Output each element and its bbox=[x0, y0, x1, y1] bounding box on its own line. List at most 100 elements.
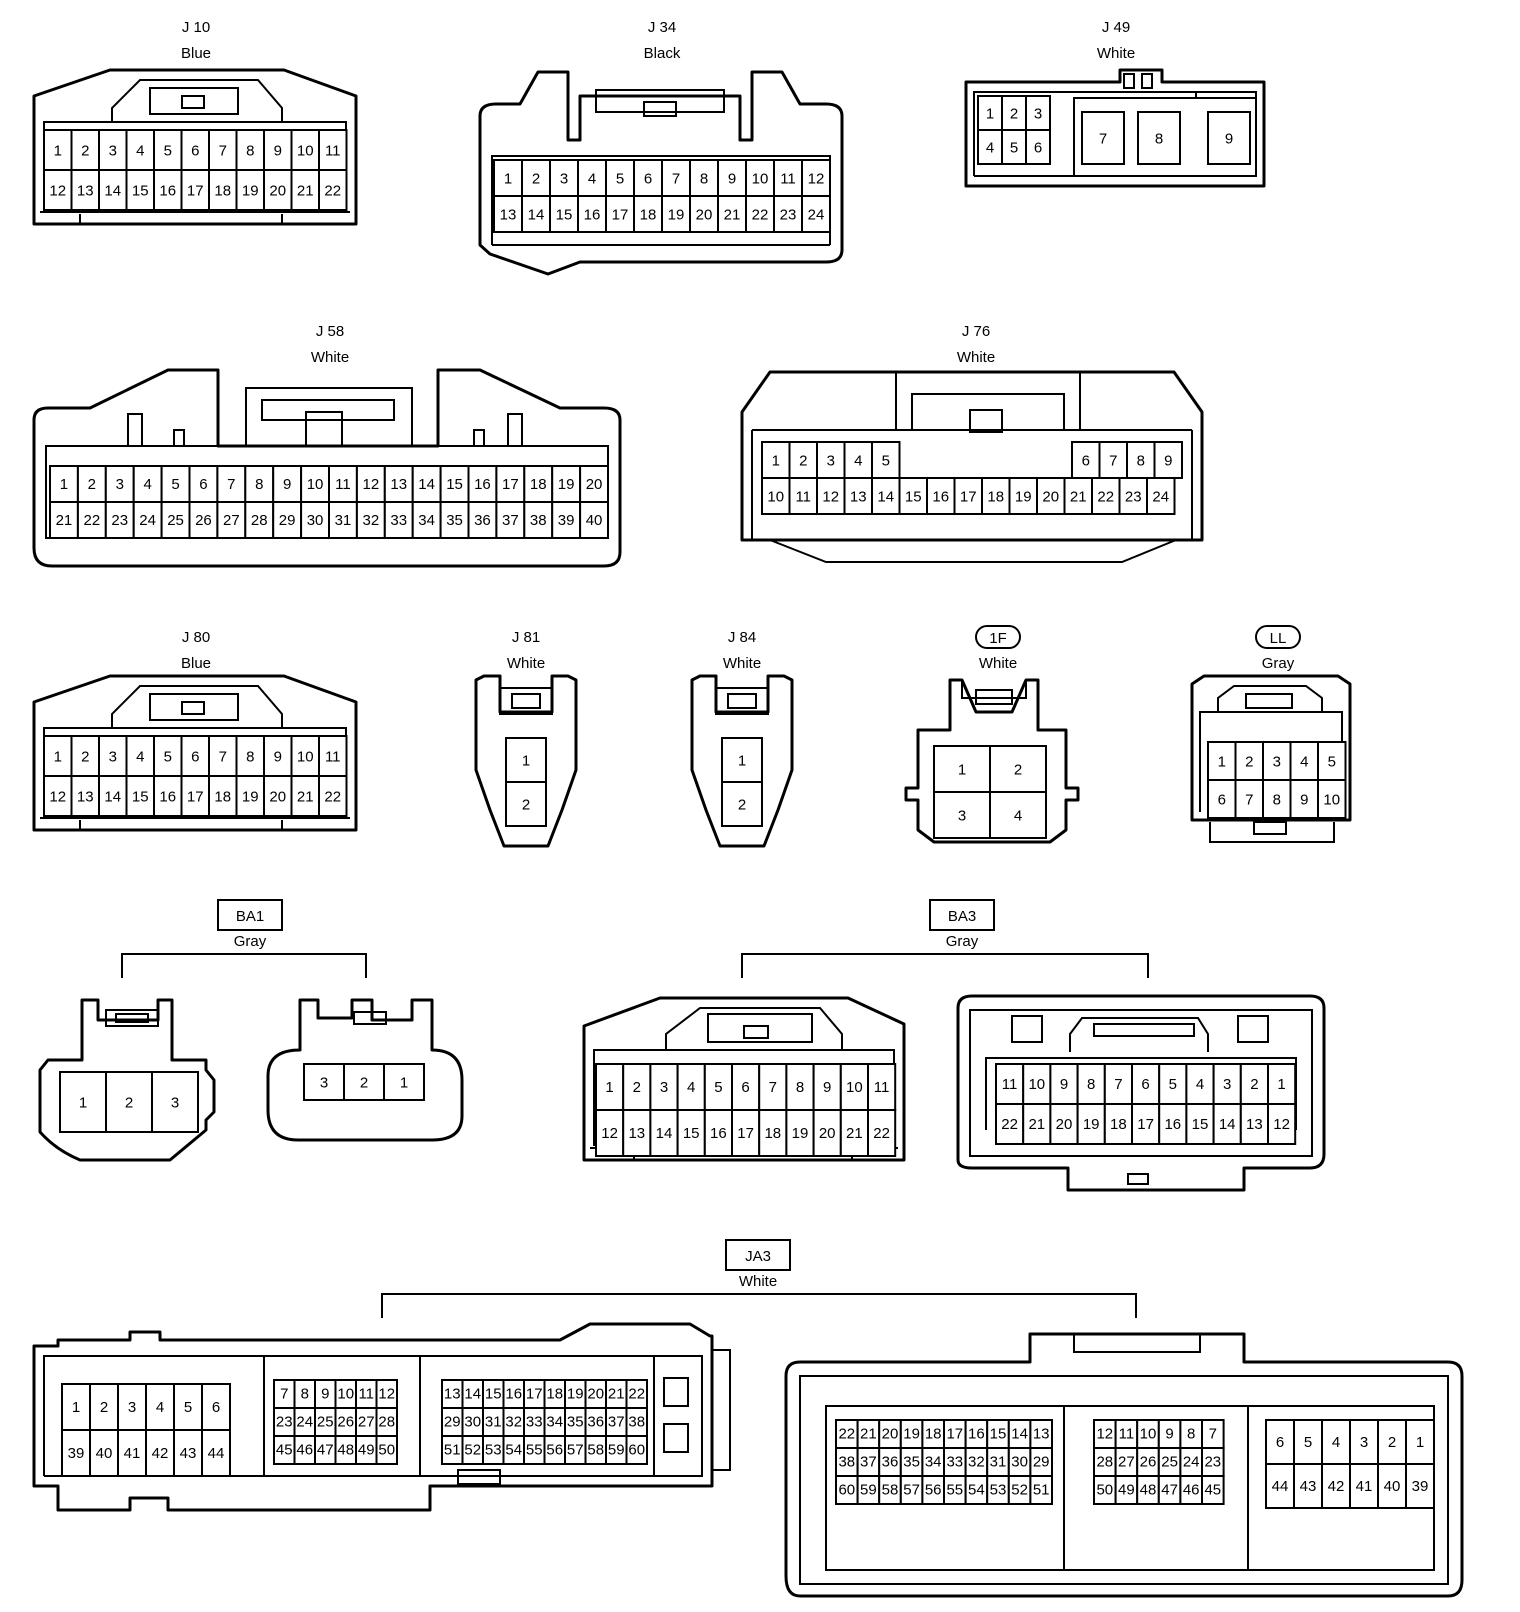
pin-number: 17 bbox=[187, 182, 204, 199]
pin-cell bbox=[721, 781, 763, 827]
pin-cell bbox=[1201, 1475, 1225, 1505]
pin-number: 23 bbox=[1204, 1454, 1221, 1471]
pin-number: 42 bbox=[152, 1445, 169, 1462]
pin-number: 31 bbox=[990, 1454, 1007, 1471]
pin-number: 20 bbox=[587, 1386, 604, 1403]
pin-cell bbox=[117, 1383, 147, 1431]
pin-number: 16 bbox=[584, 206, 601, 223]
pin-number: 22 bbox=[838, 1426, 855, 1443]
pin-number: 2 bbox=[125, 1094, 133, 1111]
pin-number: 25 bbox=[167, 512, 184, 529]
pin-number: 1 bbox=[1416, 1434, 1424, 1451]
pin-number: 9 bbox=[1060, 1076, 1068, 1093]
pin-cell bbox=[595, 1109, 625, 1157]
pin-cell bbox=[977, 95, 1003, 131]
pin-number: 14 bbox=[418, 476, 435, 493]
j76-name: J 76 bbox=[962, 323, 990, 340]
pin-cell bbox=[1137, 111, 1181, 165]
pin-cell bbox=[1036, 477, 1066, 515]
pin-cell bbox=[439, 501, 470, 539]
pin-number: 28 bbox=[251, 512, 268, 529]
pin-number: 12 bbox=[49, 788, 66, 805]
pin-number: 5 bbox=[1328, 753, 1336, 770]
pin-number: 6 bbox=[741, 1079, 749, 1096]
pin-number: 9 bbox=[274, 748, 282, 765]
pin-cell bbox=[1025, 129, 1051, 165]
pin-number: 22 bbox=[873, 1125, 890, 1142]
pin-number: 30 bbox=[1011, 1454, 1028, 1471]
pin-number: 6 bbox=[191, 142, 199, 159]
pin-number: 18 bbox=[925, 1426, 942, 1443]
pin-number: 3 bbox=[1223, 1076, 1231, 1093]
pin-number: 37 bbox=[502, 512, 519, 529]
pin-number: 15 bbox=[132, 788, 149, 805]
pin-cell bbox=[383, 501, 414, 539]
pin-number: 11 bbox=[780, 170, 796, 187]
pin-number: 3 bbox=[128, 1399, 136, 1416]
ba3-name: BA3 bbox=[948, 908, 976, 925]
pin-number: 49 bbox=[1118, 1482, 1135, 1499]
pin-cell bbox=[153, 775, 183, 817]
pin-number: 54 bbox=[505, 1442, 522, 1459]
pin-number: 7 bbox=[1109, 452, 1117, 469]
pin-number: 5 bbox=[164, 142, 172, 159]
pin-number: 20 bbox=[269, 788, 286, 805]
connector-outlines bbox=[32, 68, 1464, 1598]
pin-number: 21 bbox=[846, 1125, 863, 1142]
pin-number: 10 bbox=[337, 1386, 354, 1403]
ba1-box bbox=[217, 899, 283, 931]
pin-cell bbox=[300, 465, 331, 503]
pin-number: 31 bbox=[335, 512, 352, 529]
pin-number: 10 bbox=[307, 476, 324, 493]
pin-number: 2 bbox=[532, 170, 540, 187]
pin-cell bbox=[721, 737, 763, 783]
pin-cell bbox=[208, 169, 238, 211]
pin-number: 24 bbox=[1183, 1454, 1200, 1471]
pin-number: 27 bbox=[358, 1414, 375, 1431]
pin-cell bbox=[1289, 779, 1319, 819]
pin-number: 6 bbox=[1276, 1434, 1284, 1451]
pin-number: 2 bbox=[1245, 753, 1253, 770]
pin-number: 4 bbox=[854, 452, 862, 469]
j76-color: White bbox=[957, 349, 995, 366]
pin-number: 10 bbox=[1140, 1426, 1157, 1443]
pin-number: 27 bbox=[1118, 1454, 1135, 1471]
pin-number: 20 bbox=[1056, 1116, 1073, 1133]
pin-number: 50 bbox=[1096, 1482, 1113, 1499]
pin-number: 36 bbox=[587, 1414, 604, 1431]
pin-number: 41 bbox=[1356, 1478, 1373, 1495]
pin-number: 42 bbox=[1328, 1478, 1345, 1495]
pin-number: 17 bbox=[502, 476, 519, 493]
pin-number: 20 bbox=[882, 1426, 899, 1443]
pin-number: 15 bbox=[683, 1125, 700, 1142]
pin-number: 7 bbox=[219, 748, 227, 765]
pin-cell bbox=[104, 501, 135, 539]
pin-number: 48 bbox=[1140, 1482, 1157, 1499]
pin-cell bbox=[1025, 95, 1051, 131]
pin-number: 16 bbox=[932, 488, 949, 505]
pin-number: 1 bbox=[1218, 753, 1226, 770]
pin-cell bbox=[758, 1109, 788, 1157]
pin-number: 11 bbox=[325, 748, 341, 765]
pin-number: 8 bbox=[1273, 791, 1281, 808]
pin-number: 60 bbox=[838, 1482, 855, 1499]
pin-number: 32 bbox=[363, 512, 380, 529]
pin-number: 10 bbox=[297, 748, 314, 765]
pin-cell bbox=[70, 775, 100, 817]
pin-number: 44 bbox=[208, 1445, 225, 1462]
pin-number: 21 bbox=[1028, 1116, 1045, 1133]
pin-number: 39 bbox=[558, 512, 575, 529]
pin-number: 51 bbox=[1033, 1482, 1050, 1499]
pin-number: 3 bbox=[171, 1094, 179, 1111]
pin-cell bbox=[1293, 1419, 1323, 1465]
pin-number: 9 bbox=[283, 476, 291, 493]
pin-number: 57 bbox=[903, 1482, 920, 1499]
pin-number: 17 bbox=[187, 788, 204, 805]
pin-number: 11 bbox=[874, 1079, 890, 1096]
pin-cell bbox=[49, 465, 79, 503]
